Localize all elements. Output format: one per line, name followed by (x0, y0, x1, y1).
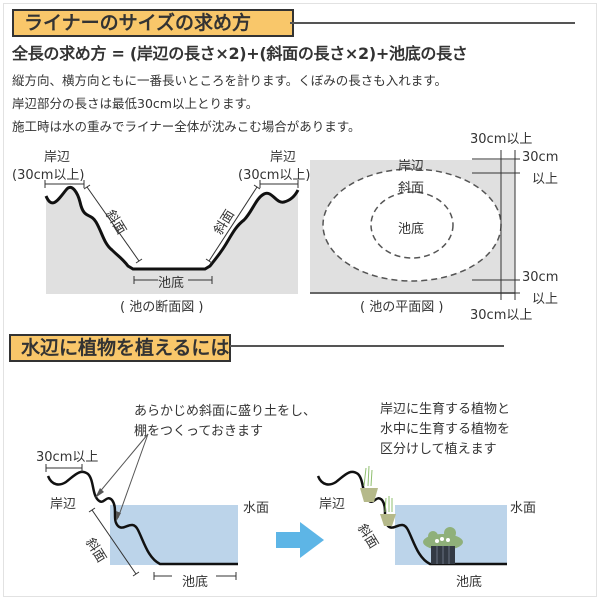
left-bottom-label: 池底 (182, 575, 209, 590)
left-note-line1: あらかじめ斜面に盛り土をし、 (134, 404, 317, 419)
note-shore-min: 岸辺部分の長さは最低30cm以上とります。 (12, 96, 259, 111)
right-arrow-icon (276, 522, 324, 558)
plan-right-top-dim-1: 30cm (522, 150, 559, 165)
right-note-line2: 水中に生育する植物を (380, 422, 511, 437)
cross-section-diagram (44, 180, 300, 294)
plan-right-bottom-dim-2: 以上 (532, 292, 559, 307)
plan-view-diagram (310, 150, 520, 300)
note-sinking: 施工時は水の重みでライナー全体が沈みこむ場合があります。 (12, 119, 361, 134)
right-note-line3: 区分けして植えます (380, 442, 497, 457)
right-planting-diagram (316, 465, 507, 566)
plan-view-caption: ( 池の平面図 ) (360, 300, 444, 315)
cross-left-shore-label: 岸辺 (44, 150, 71, 165)
plan-right-bottom-dim-1: 30cm (522, 270, 559, 285)
left-note-line2: 棚をつくっておきます (134, 424, 263, 439)
cross-section-caption: ( 池の断面図 ) (120, 300, 204, 315)
left-shore-label: 岸辺 (50, 497, 77, 512)
plan-slope-label: 斜面 (398, 181, 425, 196)
plan-top-dim: 30cm以上 (470, 132, 533, 147)
right-bottom-label: 池底 (456, 575, 483, 590)
plan-bottom-dim: 30cm以上 (470, 308, 533, 323)
cross-bottom-label: 池底 (158, 276, 185, 291)
plan-shore-label: 岸辺 (398, 159, 425, 174)
title-rule (290, 22, 575, 24)
note-measure: 縦方向、横方向ともに一番長いところを計ります。くぼみの長さも入れます。 (12, 73, 448, 88)
cross-left-shore-min: (30cm以上) (12, 168, 85, 183)
water-plant-pot-icon (423, 527, 463, 564)
right-note-line1: 岸辺に生育する植物と (380, 402, 511, 417)
plan-bottom-label: 池底 (398, 222, 425, 237)
title-rule-2 (230, 345, 504, 347)
left-planting-diagram (45, 433, 238, 580)
section-title-planting: 水辺に植物を植えるには (9, 334, 231, 362)
plan-right-top-dim-2: 以上 (532, 172, 559, 187)
page-frame (3, 3, 597, 597)
left-water-surface-label: 水面 (243, 501, 270, 516)
shore-plant-icon (360, 465, 378, 502)
formula-total-length: 全長の求め方 = (岸辺の長さ×2)+(斜面の長さ×2)+池底の長さ (12, 44, 468, 63)
cross-right-shore-min: (30cm以上) (238, 168, 311, 183)
slope-plant-icon (380, 496, 396, 526)
section-title-liner-size: ライナーのサイズの求め方 (12, 9, 294, 37)
right-water-surface-label: 水面 (510, 501, 537, 516)
left-dim-label: 30cm以上 (36, 450, 99, 465)
cross-right-shore-label: 岸辺 (270, 150, 297, 165)
right-shore-label: 岸辺 (319, 497, 346, 512)
